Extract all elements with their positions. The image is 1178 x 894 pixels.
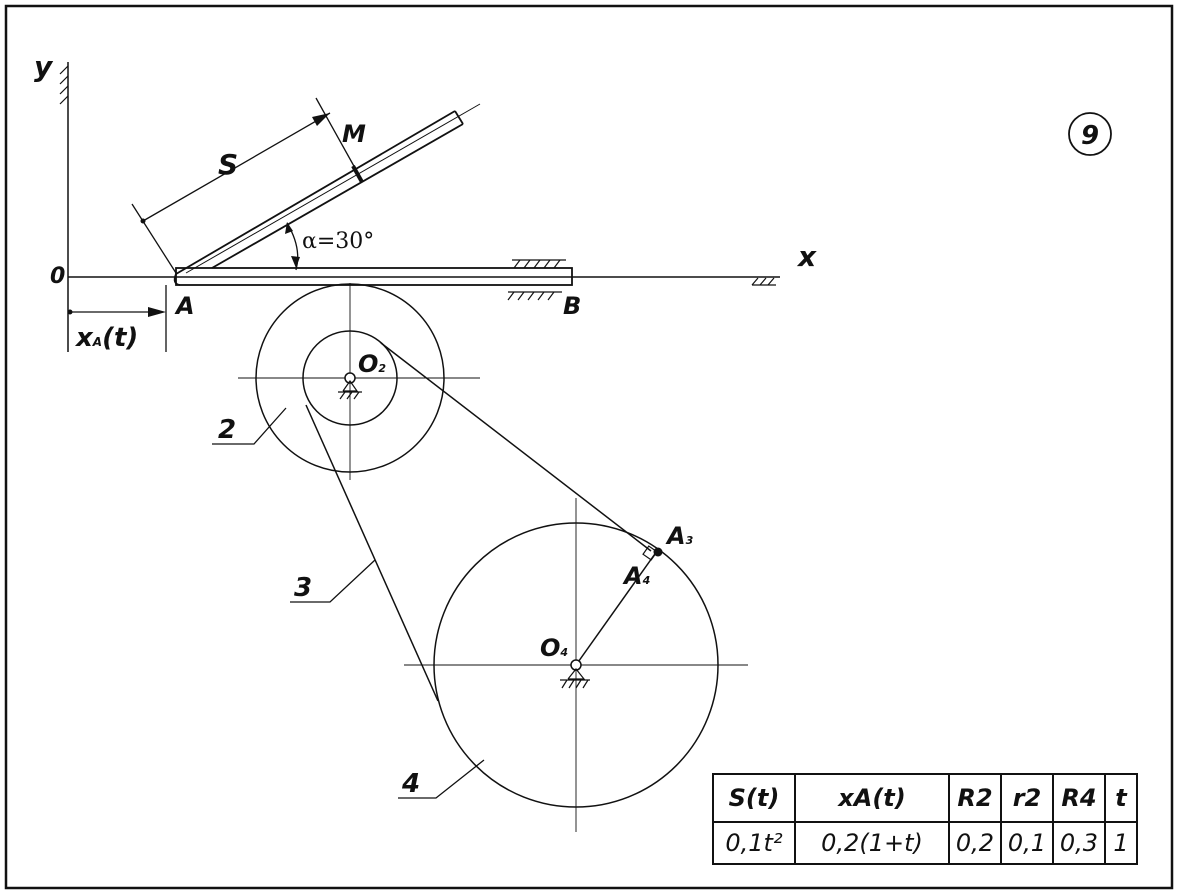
table-header-cell: t — [1104, 773, 1138, 823]
body-2-label: 2 — [218, 415, 236, 445]
angle-arrow-bottom — [291, 256, 300, 268]
parameters-table: S(t) xA(t) R2 r2 R4 t 0,1t² 0,2(1+t) 0,2… — [712, 773, 1138, 865]
right-angle-marker — [642, 545, 658, 561]
x-axis-hatching — [751, 277, 776, 286]
table-value-cell: 0,1t² — [712, 821, 796, 865]
table-value-cell: 0,1 — [1000, 821, 1054, 865]
table-header-cell: R4 — [1052, 773, 1106, 823]
dimension-s — [131, 97, 356, 274]
O4-support — [560, 668, 590, 689]
dimension-s-arrow — [312, 113, 330, 126]
distance-s-label: S — [218, 148, 238, 181]
point-M-marker — [351, 165, 364, 183]
x-axis-label: x — [796, 240, 817, 273]
y-axis-hatching — [59, 65, 69, 105]
angle-arrow-top — [285, 222, 293, 234]
tube-axis-line — [185, 103, 481, 274]
point-B-label: B — [563, 292, 581, 320]
body-3-label: 3 — [294, 573, 312, 603]
variant-circle — [1068, 112, 1112, 156]
table-header-cell: r2 — [1000, 773, 1054, 823]
xA-dimension-tick — [67, 309, 73, 315]
xA-dimension — [68, 285, 167, 352]
origin-label: 0 — [50, 264, 65, 289]
point-A-label: A — [174, 292, 195, 320]
xA-dimension-arrow — [148, 307, 166, 317]
table-value-cell: 0,2(1+t) — [794, 821, 950, 865]
guide-top-hatching — [512, 259, 566, 269]
table-value-cell: 0,3 — [1052, 821, 1106, 865]
point-M-label: M — [342, 120, 366, 148]
O2-support — [338, 379, 362, 400]
table-value-cell: 1 — [1104, 821, 1138, 865]
body-2-leader — [212, 407, 287, 445]
page-frame — [4, 4, 1174, 890]
variant-number: 9 — [1081, 121, 1099, 151]
xA-label: xA(t) — [74, 323, 138, 353]
angle-label: α=30° — [302, 229, 374, 254]
A3-label: A3 — [665, 522, 694, 550]
O2-label: O2 — [358, 350, 386, 378]
point-A3-dot — [653, 547, 663, 557]
y-axis-label: y — [34, 50, 54, 83]
O4-label: O4 — [540, 634, 568, 662]
table-header-cell: S(t) — [712, 773, 796, 823]
body-4-leader — [398, 759, 485, 799]
guide-bottom-hatching — [507, 291, 562, 301]
A4-label: A4 — [622, 562, 650, 590]
table-header-row: S(t) xA(t) R2 r2 R4 t — [712, 773, 1138, 823]
inclined-tube — [173, 110, 464, 286]
table-value-cell: 0,2 — [948, 821, 1002, 865]
body-4-label: 4 — [401, 769, 420, 799]
radius-O4-A4 — [575, 550, 658, 666]
body-3-leader — [290, 559, 376, 603]
belt-3 — [305, 342, 652, 702]
table-header-cell: R2 — [948, 773, 1002, 823]
O4-pin — [570, 659, 582, 671]
table-value-row: 0,1t² 0,2(1+t) 0,2 0,1 0,3 1 — [712, 821, 1138, 865]
dimension-s-tick — [140, 218, 146, 224]
table-header-cell: xA(t) — [794, 773, 950, 823]
O2-pin — [344, 372, 356, 384]
